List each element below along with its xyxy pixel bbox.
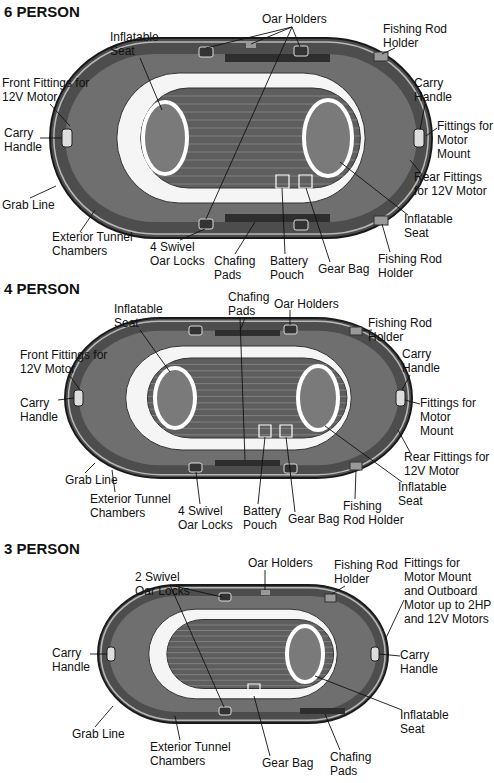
part-label: Fishing Rod Holder: [368, 316, 448, 344]
part-label: Battery Pouch: [243, 504, 291, 532]
chafing-pad: [225, 54, 330, 62]
part-label: Rear Fittings for 12V Motor: [404, 450, 490, 478]
inflatable-seat: [155, 368, 195, 428]
inflatable-seat: [143, 102, 187, 174]
oar-lock: [189, 463, 202, 472]
part-label: Fishing Rod Holder: [343, 499, 407, 527]
part-label: Carry Handle: [414, 76, 464, 104]
fishing-rod-holder: [374, 52, 388, 61]
chafing-pad: [215, 330, 280, 336]
section-heading: 3 PERSON: [4, 540, 124, 558]
part-label: Exterior Tunnel Chambers: [52, 230, 140, 258]
part-label: Inflatable Seat: [114, 302, 172, 330]
oar-lock: [199, 219, 213, 229]
oar-holder: [261, 590, 270, 595]
inflatable-seat: [304, 100, 352, 176]
carry-handle: [62, 129, 72, 147]
part-label: Fishing Rod Holder: [334, 558, 402, 586]
part-label: Battery Pouch: [270, 254, 318, 282]
part-label: Chafing Pads: [228, 290, 272, 318]
fishing-rod-holder: [325, 594, 336, 602]
part-label: Inflatable Seat: [110, 30, 168, 58]
part-label: Grab Line: [2, 198, 72, 212]
fishing-rod-holder: [350, 327, 362, 335]
pouch: [276, 175, 312, 188]
part-label: Oar Holders: [262, 12, 352, 26]
part-label: Chafing Pads: [214, 254, 262, 282]
section-heading: 4 PERSON: [4, 280, 124, 298]
fishing-rod-holder: [350, 462, 362, 470]
carry-handle: [414, 129, 424, 147]
chafing-pad: [225, 214, 330, 222]
boat-hull: [98, 585, 388, 723]
carry-handle: [74, 390, 83, 406]
part-label: Exterior Tunnel Chambers: [90, 492, 178, 520]
carry-handle: [107, 647, 115, 661]
part-label: Chafing Pads: [330, 750, 380, 778]
leader-lines: [30, 27, 437, 756]
part-label: 4 Swivel Oar Locks: [178, 504, 236, 532]
chafing-pad: [300, 708, 345, 714]
oar-lock: [189, 326, 202, 335]
part-label: Fittings for Motor Mount: [437, 119, 494, 161]
part-label: Carry Handle: [400, 648, 450, 676]
part-label: Grab Line: [65, 473, 135, 487]
part-label: Inflatable Seat: [398, 480, 456, 508]
chafing-pad: [215, 460, 280, 466]
carry-handle: [396, 390, 405, 406]
part-label: Front Fittings for 12V Motor: [20, 348, 112, 376]
part-label: Grab Line: [72, 727, 142, 741]
oar-lock: [199, 47, 213, 57]
part-label: Oar Holders: [248, 556, 328, 570]
oar-lock: [219, 707, 231, 715]
part-label: 4 Swivel Oar Locks: [150, 240, 208, 268]
part-label: Fishing Rod Holder: [378, 252, 458, 280]
part-label: 2 Swivel Oar Locks: [135, 570, 197, 598]
boat-hull: [50, 38, 432, 238]
part-label: Gear Bag: [288, 512, 348, 526]
pouch: [259, 425, 292, 437]
part-label: Gear Bag: [262, 756, 322, 770]
part-label: Fittings for Motor Mount: [420, 396, 482, 438]
part-label: Inflatable Seat: [400, 708, 458, 736]
part-label: Exterior Tunnel Chambers: [150, 740, 238, 768]
part-label: Inflatable Seat: [404, 212, 462, 240]
oar-lock: [284, 325, 297, 334]
inflatable-seat: [298, 366, 338, 430]
section-heading: 6 PERSON: [4, 3, 124, 21]
part-label: Carry Handle: [4, 126, 50, 154]
fishing-rod-holder: [374, 216, 388, 225]
oar-lock: [294, 46, 308, 56]
carry-handle: [371, 647, 379, 661]
pouch: [248, 684, 260, 696]
part-label: Rear Fittings for 12V Motor: [414, 170, 494, 198]
part-label: Fishing Rod Holder: [383, 22, 463, 50]
part-label: Front Fittings for 12V Motor: [2, 76, 94, 104]
part-label: Oar Holders: [274, 297, 354, 311]
inflatable-seat: [287, 626, 323, 682]
part-label: Fittings for Motor Mount and Outboard Mo…: [404, 556, 492, 626]
part-label: Carry Handle: [52, 646, 98, 674]
oar-lock: [294, 220, 308, 230]
part-label: Carry Handle: [402, 347, 452, 375]
part-label: Carry Handle: [20, 396, 66, 424]
part-label: Gear Bag: [318, 262, 388, 276]
boat-hull: [65, 318, 412, 478]
